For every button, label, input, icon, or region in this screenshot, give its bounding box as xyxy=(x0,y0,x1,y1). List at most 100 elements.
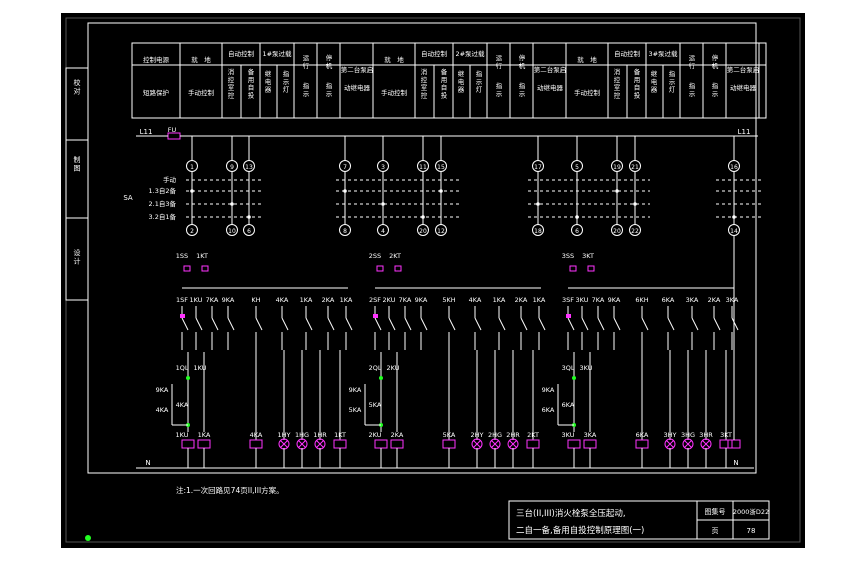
contact-label-2-1: 3KU xyxy=(576,296,589,304)
selector-position-1: 1.3自2备 xyxy=(149,186,177,195)
terminal-top-label-4: 3 xyxy=(381,164,385,171)
header-lamp-2-text: 指示灯 xyxy=(669,69,676,94)
lamp-cross-b-1-3 xyxy=(509,440,517,448)
lamp-cross-b-2-2 xyxy=(684,440,692,448)
coil-label-a-0: 1KU xyxy=(176,431,189,439)
selector-dot-3 xyxy=(343,189,347,193)
header-overload-1: 2#泵过载 xyxy=(455,49,485,58)
side-label-0-text: 校对 xyxy=(74,78,81,95)
header-relay-0: 继电器 xyxy=(265,69,272,94)
header-running-ind-1: 指示 xyxy=(496,81,503,98)
page-number: 78 xyxy=(747,527,756,535)
contact-blade-2-4 xyxy=(641,317,649,331)
lamp-cross-b-1-2 xyxy=(491,440,499,448)
bus-label-right: L11 xyxy=(738,128,751,136)
aux-label-b-0: 4KA xyxy=(156,406,169,414)
header-backup-1: 备用自投 xyxy=(441,67,448,99)
header-relay-2-text: 继电器 xyxy=(651,69,658,94)
terminal-bottom-label-11: 14 xyxy=(730,228,738,235)
terminal-bottom-label-8: 6 xyxy=(575,228,579,235)
terminal-top-8 xyxy=(571,160,583,172)
header-stop-ind-2-text: 指示 xyxy=(712,81,719,98)
side-label-2: 设计 xyxy=(74,248,81,265)
terminal-bottom-label-0: 2 xyxy=(190,228,194,235)
aux-label-c-0: 4KA xyxy=(176,401,189,409)
indicator-lamp-1-1 xyxy=(471,438,483,450)
bus-label-neutral-right: N xyxy=(733,459,738,467)
header-lamp-1-text: 指示灯 xyxy=(476,69,483,94)
contact-blade-1-1 xyxy=(388,317,396,331)
terminal-bottom-9 xyxy=(611,224,623,236)
terminal-bottom-label-9: 20 xyxy=(613,228,621,235)
contact-blade-0-0 xyxy=(181,317,189,331)
header-fire-room-0-text: 消控室控 xyxy=(228,67,235,99)
relay-coil-extra xyxy=(727,439,741,449)
contact-blade-1-8 xyxy=(538,317,546,331)
relay-coil-2-0 xyxy=(635,439,649,449)
header-table-border xyxy=(131,42,767,119)
terminal-top-label-6: 15 xyxy=(437,164,445,171)
footnote: 注:1.一次回路见74页II,III方案。 xyxy=(176,485,284,495)
ss-label-1: 2SS xyxy=(369,252,381,260)
header-auto-1: 自动控制 xyxy=(421,49,448,58)
header-relay-0-text: 继电器 xyxy=(265,69,272,94)
side-label-1: 制图 xyxy=(74,155,81,172)
header-running-1-text: 运行 xyxy=(496,54,503,70)
relay-coil-2-4 xyxy=(719,439,733,449)
header-backup-2-text: 备用自投 xyxy=(634,67,641,99)
sf-marker-2 xyxy=(566,314,571,318)
header-second-pump-1: 第二台泵启 xyxy=(534,65,567,74)
selector-dot-9 xyxy=(615,189,619,193)
header-backup-1-text: 备用自投 xyxy=(441,67,448,99)
aux-label-a-0: 9KA xyxy=(156,386,169,394)
contact-blade-1-4 xyxy=(448,317,456,331)
header-auto-2: 自动控制 xyxy=(614,49,641,58)
terminal-top-label-10: 21 xyxy=(631,164,639,171)
contact-label-2-7: 2KA xyxy=(708,296,721,304)
indicator-lamp-0-3 xyxy=(314,438,326,450)
relay-coil-1-0 xyxy=(442,439,456,449)
selector-position-3: 3.2自1备 xyxy=(149,212,177,221)
header-short-protect: 短路保护 xyxy=(143,88,169,97)
header-stop-0-text: 停机 xyxy=(326,53,333,70)
contact-blade-1-7 xyxy=(520,317,528,331)
ql-label-0: 1QL xyxy=(176,364,189,372)
terminal-bottom-4 xyxy=(377,224,389,236)
header-running-1: 运行 xyxy=(496,54,503,70)
selector-dot-2 xyxy=(247,215,251,219)
coil-ku-0 xyxy=(181,439,195,449)
indicator-lamp-0-1 xyxy=(278,438,290,450)
contact-blade-2-7 xyxy=(713,317,721,331)
terminal-top-1 xyxy=(226,160,238,172)
terminal-bottom-2 xyxy=(243,224,255,236)
indicator-lamp-2-1 xyxy=(664,438,676,450)
atlas-number: 2000浙D22 xyxy=(733,507,769,516)
selector-dot-1 xyxy=(230,202,234,206)
terminal-bottom-1 xyxy=(226,224,238,236)
header-relay-1-text: 继电器 xyxy=(458,69,465,94)
kt-label-0: 1KT xyxy=(196,252,208,260)
header-local-2: 就 地 xyxy=(577,55,597,64)
selector-position-2: 2.1自3备 xyxy=(149,199,177,208)
selector-dot-4 xyxy=(381,202,385,206)
header-stop-1-text: 停机 xyxy=(519,53,526,70)
indicator-lamp-2-2 xyxy=(682,438,694,450)
coil-label-a-2: 3KU xyxy=(562,431,575,439)
ql-ku-label-0: 1KU xyxy=(194,364,207,372)
indicator-lamp-0-2 xyxy=(296,438,308,450)
contact-label-2-2: 7KA xyxy=(592,296,605,304)
terminal-top-10 xyxy=(629,160,641,172)
kt-label-2: 3KT xyxy=(582,252,594,260)
header-running-ind-0: 指示 xyxy=(303,81,310,98)
contact-blade-0-7 xyxy=(327,317,335,331)
contact-label-2-3: 9KA xyxy=(608,296,621,304)
contact-label-2-6: 3KA xyxy=(686,296,699,304)
header-stop-ind-2: 指示 xyxy=(712,81,719,98)
header-second-relay-1: 动继电器 xyxy=(537,83,564,92)
contact-label-0-6: 1KA xyxy=(300,296,313,304)
header-local-0: 就 地 xyxy=(191,55,211,64)
